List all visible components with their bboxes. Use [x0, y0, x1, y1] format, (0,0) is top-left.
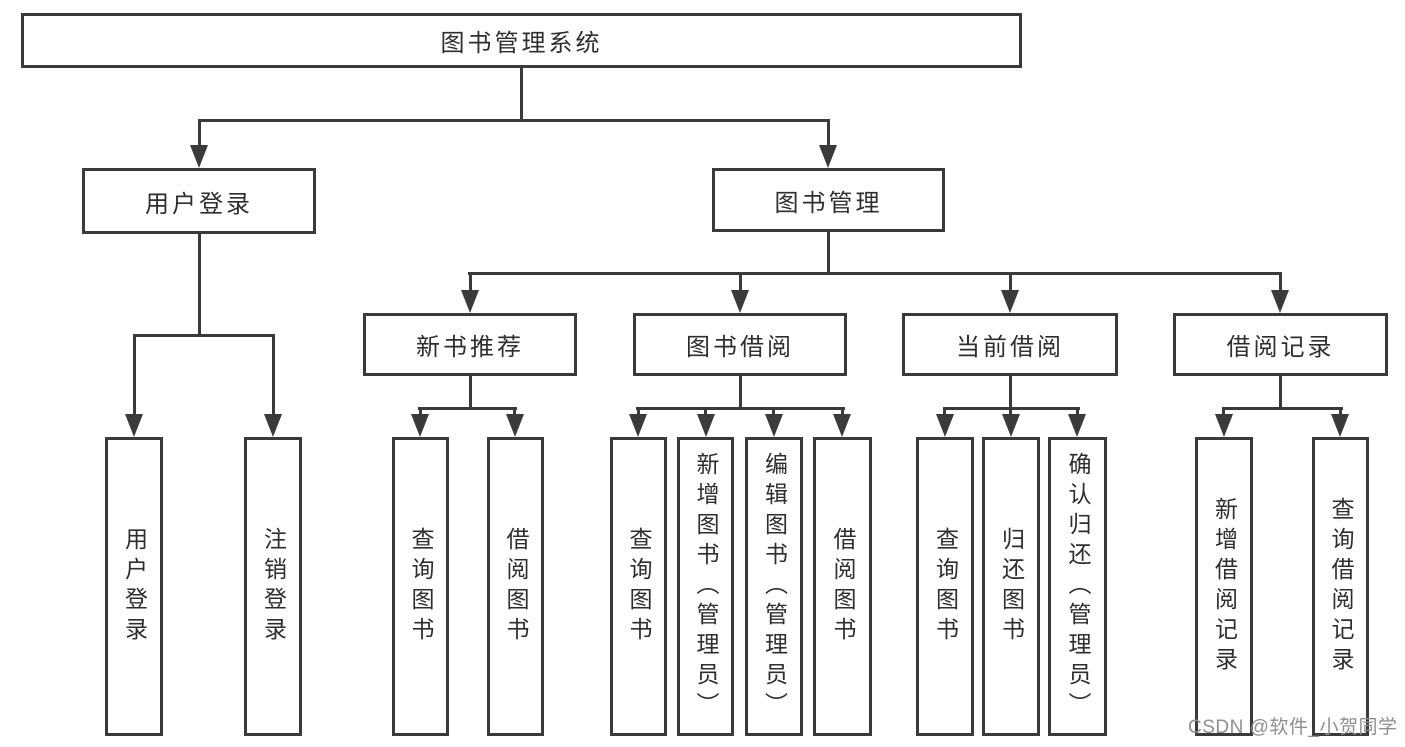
arrowhead-icon — [1068, 414, 1086, 437]
leaf-query-books-3: 查询图书 — [916, 437, 974, 736]
connector-line — [419, 407, 422, 414]
connector-line — [1279, 272, 1282, 290]
node-borrow-records: 借阅记录 — [1173, 313, 1388, 376]
arrowhead-icon — [1271, 290, 1289, 313]
leaf-logout: 注销登录 — [244, 437, 302, 736]
connector-line — [1076, 407, 1079, 414]
connector-line — [520, 68, 523, 122]
leaf-confirm-return-admin: 确认归还（管理员） — [1048, 437, 1107, 736]
connector-line — [469, 376, 472, 410]
arrowhead-icon — [697, 414, 715, 437]
leaf-borrow-books-2: 借阅图书 — [813, 437, 872, 736]
connector-line — [272, 334, 275, 414]
connector-line — [1009, 272, 1012, 290]
connector-line — [1279, 376, 1282, 410]
arrowhead-icon — [1331, 414, 1349, 437]
leaf-return-book: 归还图书 — [982, 437, 1040, 736]
connector-line — [943, 407, 946, 414]
connector-line — [772, 407, 775, 414]
leaf-query-borrow-record: 查询借阅记录 — [1312, 437, 1369, 736]
leaf-query-books-2: 查询图书 — [610, 437, 667, 736]
connector-line — [468, 272, 1282, 275]
connector-line — [1222, 407, 1343, 410]
connector-line — [739, 376, 742, 410]
connector-line — [198, 119, 201, 145]
connector-line — [636, 407, 845, 410]
connector-line — [1009, 376, 1012, 410]
leaf-add-borrow-record: 新增借阅记录 — [1195, 437, 1253, 736]
connector-line — [827, 119, 830, 145]
arrowhead-icon — [629, 414, 647, 437]
arrowhead-icon — [190, 145, 208, 168]
connector-line — [841, 407, 844, 414]
connector-line — [637, 407, 640, 414]
connector-line — [1222, 407, 1225, 414]
connector-line — [827, 232, 830, 275]
connector-line — [198, 234, 201, 337]
connector-line — [1339, 407, 1342, 414]
arrowhead-icon — [731, 290, 749, 313]
connector-line — [739, 272, 742, 290]
leaf-edit-book-admin: 编辑图书（管理员） — [745, 437, 803, 736]
node-new-book-recommend: 新书推荐 — [363, 313, 577, 376]
connector-line — [469, 272, 472, 290]
connector-line — [418, 407, 517, 410]
arrowhead-icon — [125, 414, 143, 437]
connector-line — [133, 334, 136, 414]
leaf-borrow-books-1: 借阅图书 — [487, 437, 544, 736]
connector-line — [133, 334, 275, 337]
node-user-login: 用户登录 — [82, 168, 316, 234]
arrowhead-icon — [936, 414, 954, 437]
arrowhead-icon — [1215, 414, 1233, 437]
arrowhead-icon — [1001, 290, 1019, 313]
arrowhead-icon — [411, 414, 429, 437]
connector-line — [198, 119, 830, 122]
arrowhead-icon — [264, 414, 282, 437]
node-book-management: 图书管理 — [712, 168, 945, 232]
arrowhead-icon — [506, 414, 524, 437]
arrowhead-icon — [461, 290, 479, 313]
arrowhead-icon — [819, 145, 837, 168]
leaf-user-login: 用户登录 — [105, 437, 163, 736]
csdn-watermark: CSDN @软件_小贺同学 — [1188, 717, 1398, 738]
leaf-query-books-1: 查询图书 — [392, 437, 449, 736]
connector-line — [1009, 407, 1012, 414]
arrowhead-icon — [765, 414, 783, 437]
arrowhead-icon — [1002, 414, 1020, 437]
node-book-borrow: 图书借阅 — [633, 313, 847, 376]
arrowhead-icon — [833, 414, 851, 437]
leaf-add-book-admin: 新增图书（管理员） — [677, 437, 734, 736]
node-current-borrow: 当前借阅 — [902, 313, 1118, 376]
connector-line — [704, 407, 707, 414]
connector-line — [513, 407, 516, 414]
node-root: 图书管理系统 — [21, 13, 1022, 68]
